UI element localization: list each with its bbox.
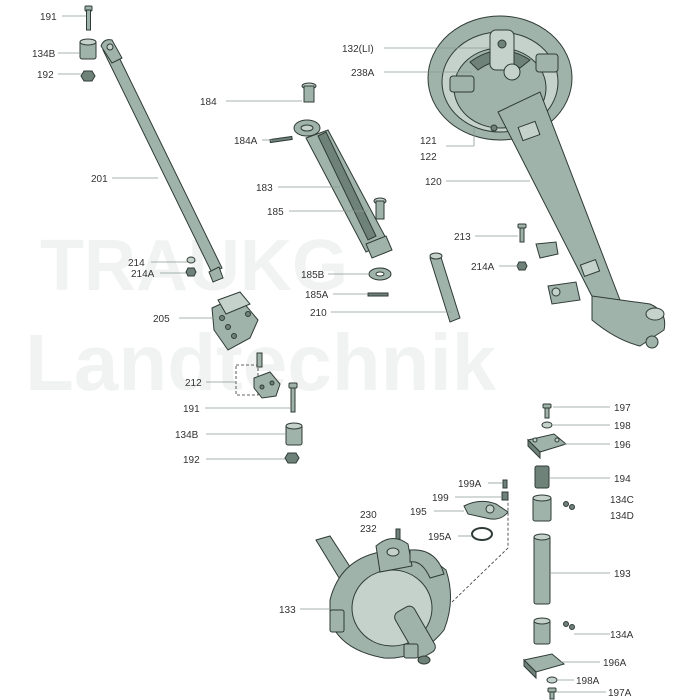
label-199: 199 xyxy=(432,493,449,504)
part-196-plate xyxy=(527,433,568,460)
part-184A-spring-pin xyxy=(269,135,293,144)
part-192-nut-top xyxy=(80,70,96,82)
label-192-top: 192 xyxy=(37,70,54,81)
leader-lines xyxy=(58,15,610,693)
part-195-arm xyxy=(463,500,509,520)
part-191-bolt-top xyxy=(84,5,93,31)
label-214A-left: 214A xyxy=(131,269,155,280)
part-201-tie-rod xyxy=(100,39,224,283)
part-134C-134D-screws xyxy=(563,501,575,510)
part-214A-nut-left xyxy=(185,267,197,277)
part-214-washer-left xyxy=(186,256,196,264)
label-134D: 134D xyxy=(610,511,634,522)
label-134C: 134C xyxy=(610,495,634,506)
part-195A-o-ring xyxy=(471,527,493,541)
label-205: 205 xyxy=(153,314,170,325)
part-183-cylinder xyxy=(293,119,393,259)
label-185B: 185B xyxy=(301,270,325,281)
part-lever-bracket xyxy=(535,241,559,259)
part-185A-spring-pin xyxy=(367,292,389,297)
label-122: 122 xyxy=(420,152,437,163)
label-193: 193 xyxy=(614,569,631,580)
label-232: 232 xyxy=(360,524,377,535)
label-133: 133 xyxy=(279,605,296,616)
label-132: 132(LI) xyxy=(342,44,374,55)
label-185: 185 xyxy=(267,207,284,218)
label-195: 195 xyxy=(410,507,427,518)
part-198-washer xyxy=(541,421,553,429)
label-183: 183 xyxy=(256,183,273,194)
knuckle-dashed-connector xyxy=(451,500,509,603)
part-134A-bushing xyxy=(533,617,551,645)
part-214A-nut-right xyxy=(516,261,528,271)
part-230-232-screw xyxy=(395,528,401,540)
part-197A-screw xyxy=(547,687,557,700)
part-134B-bushing-bottom xyxy=(285,422,303,446)
part-198A-washer xyxy=(546,676,558,684)
label-199A: 199A xyxy=(458,479,482,490)
label-196A: 196A xyxy=(603,658,627,669)
part-193-kingpin xyxy=(533,533,551,605)
label-184: 184 xyxy=(200,97,217,108)
part-134A-screws xyxy=(563,621,575,630)
label-191-middle: 191 xyxy=(183,404,200,415)
label-201: 201 xyxy=(91,174,108,185)
part-120-brake-lever xyxy=(497,91,666,349)
watermark-line1: TRAUKG xyxy=(40,226,348,306)
label-191-top: 191 xyxy=(40,12,57,23)
label-212: 212 xyxy=(185,378,202,389)
part-133-steering-knuckle xyxy=(315,535,451,665)
part-205-clamp xyxy=(211,291,259,351)
label-238A: 238A xyxy=(351,68,375,79)
part-194-bushing xyxy=(534,465,550,489)
part-199A-grease-nipple xyxy=(502,479,508,489)
part-192-nut-bottom xyxy=(284,452,300,464)
label-192-bottom: 192 xyxy=(183,455,200,466)
label-214: 214 xyxy=(128,258,145,269)
label-120: 120 xyxy=(425,177,442,188)
part-184-pin xyxy=(301,82,317,103)
label-134B-bottom: 134B xyxy=(175,430,199,441)
label-214A-right: 214A xyxy=(471,262,495,273)
label-185A: 185A xyxy=(305,290,329,301)
part-212-bracket xyxy=(253,352,281,399)
part-191-bolt-middle xyxy=(288,382,298,413)
part-213-bolt xyxy=(517,223,527,243)
label-196: 196 xyxy=(614,440,631,451)
label-184A: 184A xyxy=(234,136,258,147)
label-213: 213 xyxy=(454,232,471,243)
label-195A: 195A xyxy=(428,532,452,543)
label-197: 197 xyxy=(614,403,631,414)
label-230: 230 xyxy=(360,510,377,521)
part-197-screw xyxy=(542,403,552,419)
part-199-fitting xyxy=(501,491,509,501)
label-121: 121 xyxy=(420,136,437,147)
label-210: 210 xyxy=(310,308,327,319)
part-185B-washer xyxy=(368,267,392,281)
part-134C-bushing xyxy=(532,494,552,522)
label-134A: 134A xyxy=(610,630,634,641)
label-198A: 198A xyxy=(576,676,600,687)
part-185-pin xyxy=(373,197,387,220)
part-210-piston-rod xyxy=(429,252,461,323)
label-198: 198 xyxy=(614,421,631,432)
part-134B-bushing-top xyxy=(79,38,97,60)
label-197A: 197A xyxy=(608,688,632,699)
label-194: 194 xyxy=(614,474,631,485)
label-134B-top: 134B xyxy=(32,49,56,60)
part-196A-plate xyxy=(522,653,566,680)
